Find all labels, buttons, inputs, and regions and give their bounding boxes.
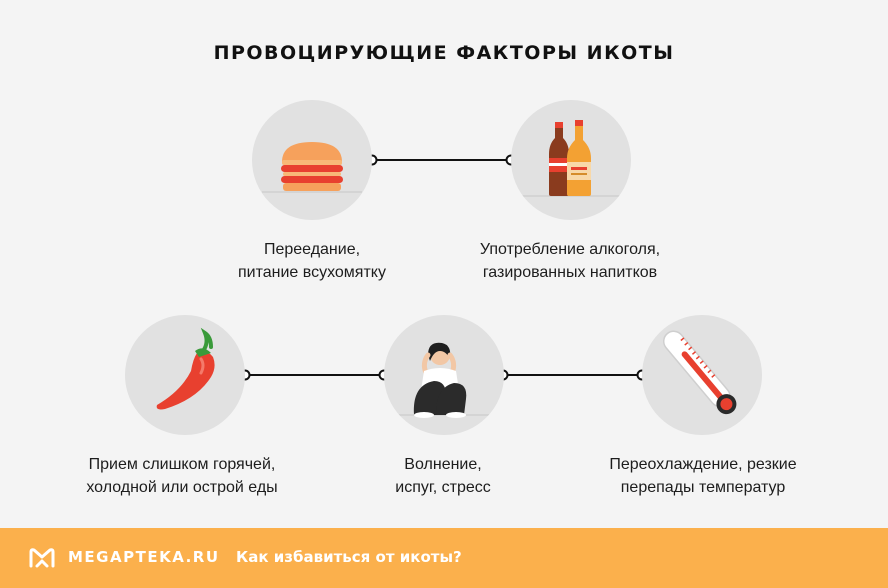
factor-spicy-food-circle [125, 315, 245, 435]
factor-overeating-line1: Переедание, [263, 241, 361, 258]
footer-article-link[interactable]: Как избавиться от икоты? [236, 548, 462, 566]
footer-bar: MEGAPTEKA.RU Как избавиться от икоты? [0, 528, 888, 588]
factor-stress-line1: Волнение, [404, 456, 482, 473]
factor-stress-line2: испуг, стресс [395, 479, 491, 496]
factor-spicy-food-line2: холодной или острой еды [86, 479, 278, 496]
factor-stress-circle [384, 315, 504, 435]
factor-alcohol-circle [511, 100, 631, 220]
factor-overeating-caption: Переедание, питание всухомятку [182, 238, 442, 284]
factor-cold-line2: перепады температур [620, 479, 786, 496]
thermometer-icon [662, 330, 737, 415]
chili-pepper-icon [156, 327, 215, 410]
factor-overeating-circle [252, 100, 372, 220]
factor-alcohol-caption: Употребление алкоголя, газированных напи… [440, 238, 700, 284]
factor-alcohol-line1: Употребление алкоголя, [479, 241, 661, 258]
factor-cold-caption: Переохлаждение, резкие перепады температ… [558, 453, 848, 499]
connector-food-stress [239, 369, 390, 381]
factor-stress-caption: Волнение, испуг, стресс [313, 453, 573, 499]
factor-spicy-food-caption: Прием слишком горячей, холодной или остр… [52, 453, 312, 499]
factor-overeating-line2: питание всухомятку [238, 264, 386, 281]
megapteka-logo-icon[interactable] [28, 546, 56, 570]
connector-overeating-alcohol [366, 154, 517, 166]
factor-alcohol-line2: газированных напитков [482, 264, 658, 281]
burger-icon [262, 142, 362, 193]
factor-spicy-food-line1: Прием слишком горячей, [88, 456, 276, 473]
stressed-person-icon [394, 342, 494, 418]
factor-cold-circle [642, 315, 762, 435]
factor-cold-line1: Переохлаждение, резкие [609, 456, 797, 473]
footer-brand[interactable]: MEGAPTEKA.RU [68, 548, 220, 566]
bottles-icon [521, 120, 621, 197]
page-title: ПРОВОЦИРУЮЩИЕ ФАКТОРЫ ИКОТЫ [213, 42, 675, 64]
connector-stress-cold [497, 369, 648, 381]
